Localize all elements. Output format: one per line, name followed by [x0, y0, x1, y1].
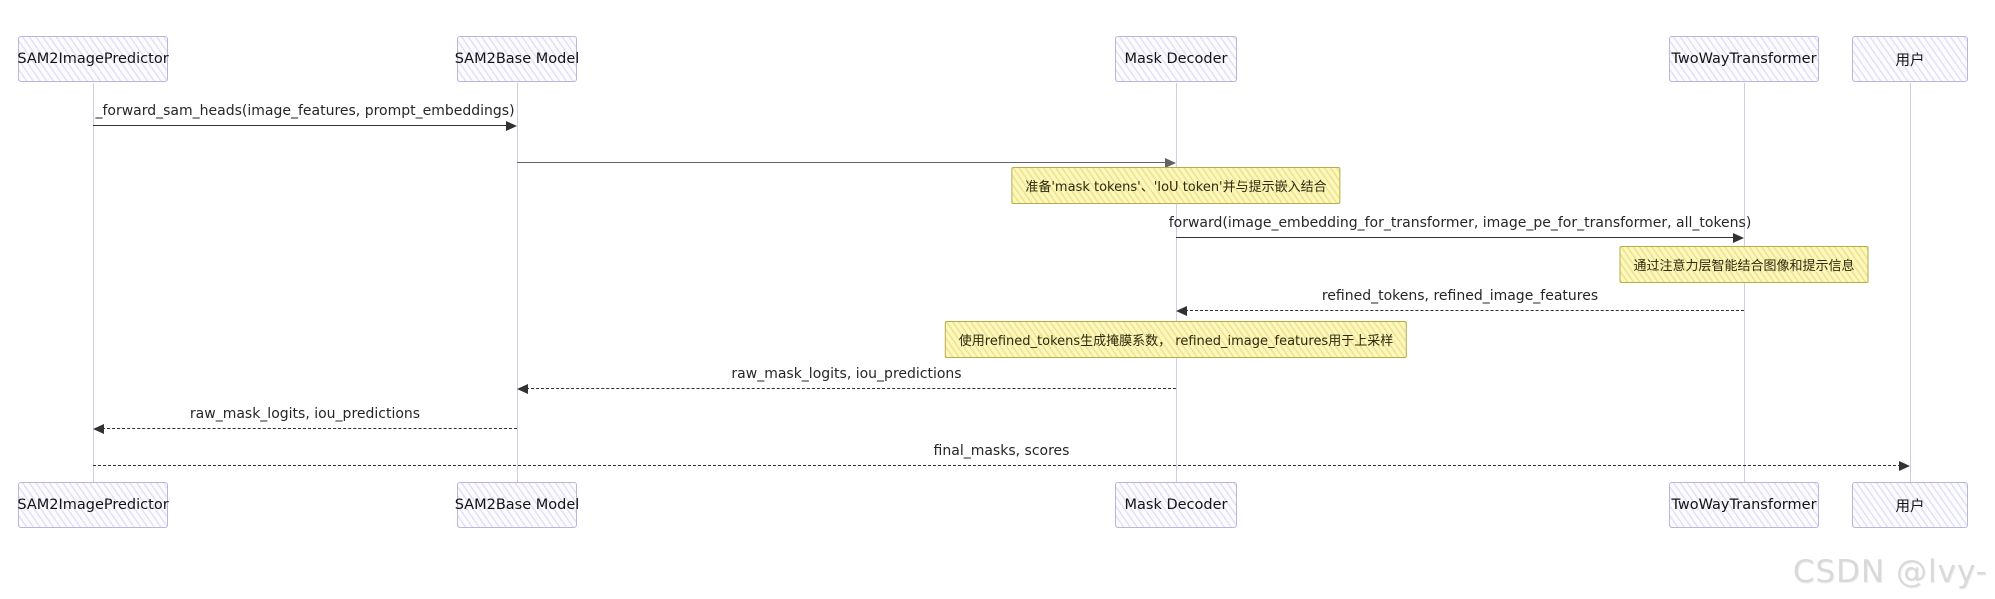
arrowhead-icon: [93, 424, 104, 434]
message-line: [102, 428, 517, 429]
note-box: 准备'mask tokens'、'IoU token'并与提示嵌入结合: [1011, 167, 1341, 204]
participant-bottom-box: Mask Decoder: [1115, 482, 1237, 528]
message-line: [93, 125, 508, 126]
participant-label: SAM2Base Model: [454, 497, 580, 513]
message-label: final_masks, scores: [933, 443, 1070, 459]
participant-top-box: SAM2ImagePredictor: [17, 36, 169, 82]
message-label: forward(image_embedding_for_transformer,…: [1168, 215, 1752, 231]
participant-bottom-box: SAM2ImagePredictor: [17, 482, 169, 528]
watermark-text: CSDN @lvy-: [1792, 554, 1988, 590]
message-line: [1185, 310, 1744, 311]
arrowhead-icon: [1176, 306, 1187, 316]
participant-top-box: 用户: [1852, 36, 1968, 82]
participant-label: SAM2ImagePredictor: [17, 497, 169, 513]
message-label: raw_mask_logits, iou_predictions: [189, 406, 421, 422]
arrowhead-icon: [517, 384, 528, 394]
arrowhead-icon: [506, 121, 517, 131]
lifeline: [517, 83, 518, 482]
participant-top-box: SAM2Base Model: [454, 36, 580, 82]
arrowhead-icon: [1165, 158, 1176, 168]
participant-label: Mask Decoder: [1124, 51, 1228, 67]
participant-label: Mask Decoder: [1124, 497, 1228, 513]
lifeline: [93, 83, 94, 482]
message-line: [526, 388, 1176, 389]
message-label: refined_tokens, refined_image_features: [1321, 288, 1599, 304]
participant-top-box: TwoWayTransformer: [1669, 36, 1819, 82]
message-label: _forward_sam_heads(image_features, promp…: [95, 103, 515, 119]
message-line: [517, 162, 1167, 163]
lifeline: [1910, 83, 1911, 482]
arrowhead-icon: [1899, 461, 1910, 471]
message-line: [1176, 237, 1735, 238]
participant-bottom-box: SAM2Base Model: [454, 482, 580, 528]
note-box: 使用refined_tokens生成掩膜系数， refined_image_fe…: [944, 321, 1408, 358]
message-line: [93, 465, 1901, 466]
participant-bottom-box: 用户: [1852, 482, 1968, 528]
participant-label: 用户: [1895, 52, 1925, 69]
participant-label: TwoWayTransformer: [1671, 51, 1817, 67]
participant-bottom-box: TwoWayTransformer: [1669, 482, 1819, 528]
participant-label: TwoWayTransformer: [1671, 497, 1817, 513]
participant-label: 用户: [1895, 498, 1925, 515]
participant-label: SAM2ImagePredictor: [17, 51, 169, 67]
message-label: raw_mask_logits, iou_predictions: [731, 366, 962, 382]
participant-label: SAM2Base Model: [454, 51, 580, 67]
note-box: 通过注意力层智能结合图像和提示信息: [1619, 246, 1869, 283]
lifeline: [1176, 83, 1177, 482]
participant-top-box: Mask Decoder: [1115, 36, 1237, 82]
arrowhead-icon: [1733, 233, 1744, 243]
